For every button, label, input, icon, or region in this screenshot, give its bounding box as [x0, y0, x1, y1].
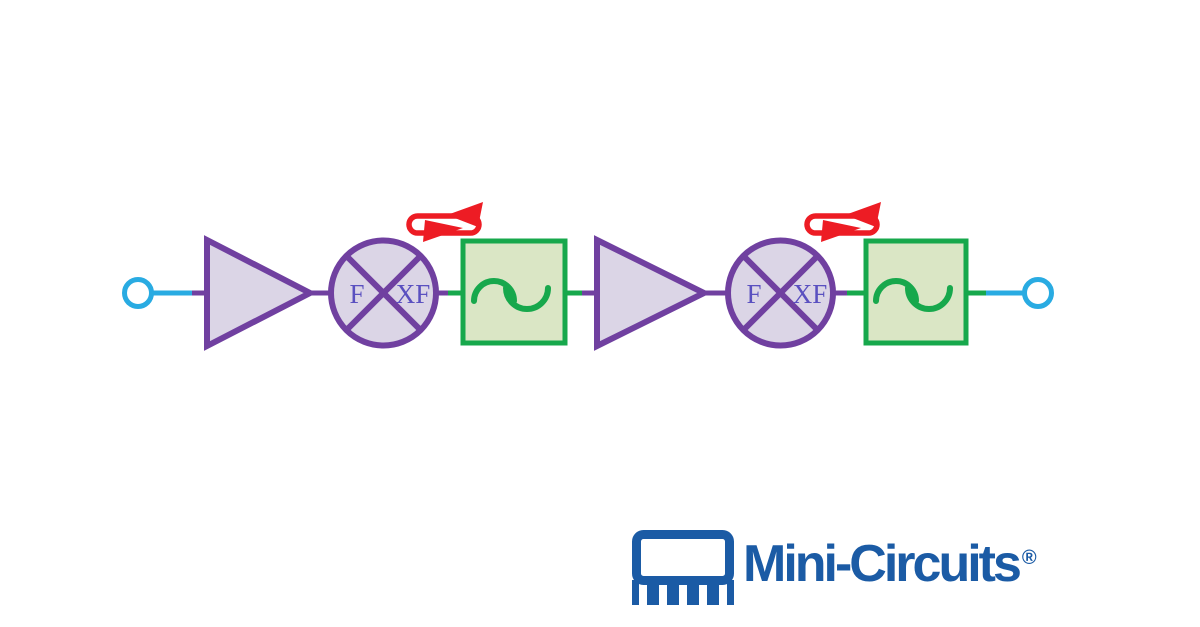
amplifier-2-symbol	[594, 235, 711, 351]
frequency-conversion-arrow-icon	[804, 202, 881, 242]
frequency-conversion-arrow-icon	[406, 202, 483, 242]
mini-circuits-logo-text: Mini-Circuits®	[743, 527, 1037, 602]
sine-wave-icon	[471, 278, 551, 312]
mixer-port-label-xf: XF	[793, 279, 828, 309]
output-port	[1022, 277, 1054, 309]
mixer-port-label-f: F	[746, 279, 761, 309]
mini-circuits-logo: Mini-Circuits®	[632, 527, 1037, 605]
bandpass-filter-1-symbol	[460, 238, 568, 346]
sine-wave-icon	[873, 278, 953, 312]
amplifier-1-symbol	[204, 235, 317, 351]
mixer-port-label-f: F	[349, 279, 364, 309]
package-case	[632, 530, 734, 585]
bandpass-filter-2-symbol	[863, 238, 969, 346]
mixer-2-symbol: F XF	[725, 237, 836, 349]
mixer-cross-line	[344, 253, 423, 333]
logo-brand-text: Mini-Circuits	[743, 535, 1022, 593]
mini-circuits-package-icon	[632, 530, 734, 605]
mixer-1-symbol: F XF	[328, 237, 439, 349]
left-arrowhead	[447, 202, 483, 227]
right-arrowhead	[821, 220, 861, 242]
left-arrowhead	[845, 202, 881, 227]
right-arrowhead	[423, 220, 463, 242]
input-port	[122, 277, 154, 309]
registered-trademark-symbol: ®	[1021, 547, 1037, 569]
mixer-port-label-xf: XF	[396, 279, 431, 309]
package-pins	[632, 580, 734, 605]
mixer-cross-line	[741, 253, 820, 333]
